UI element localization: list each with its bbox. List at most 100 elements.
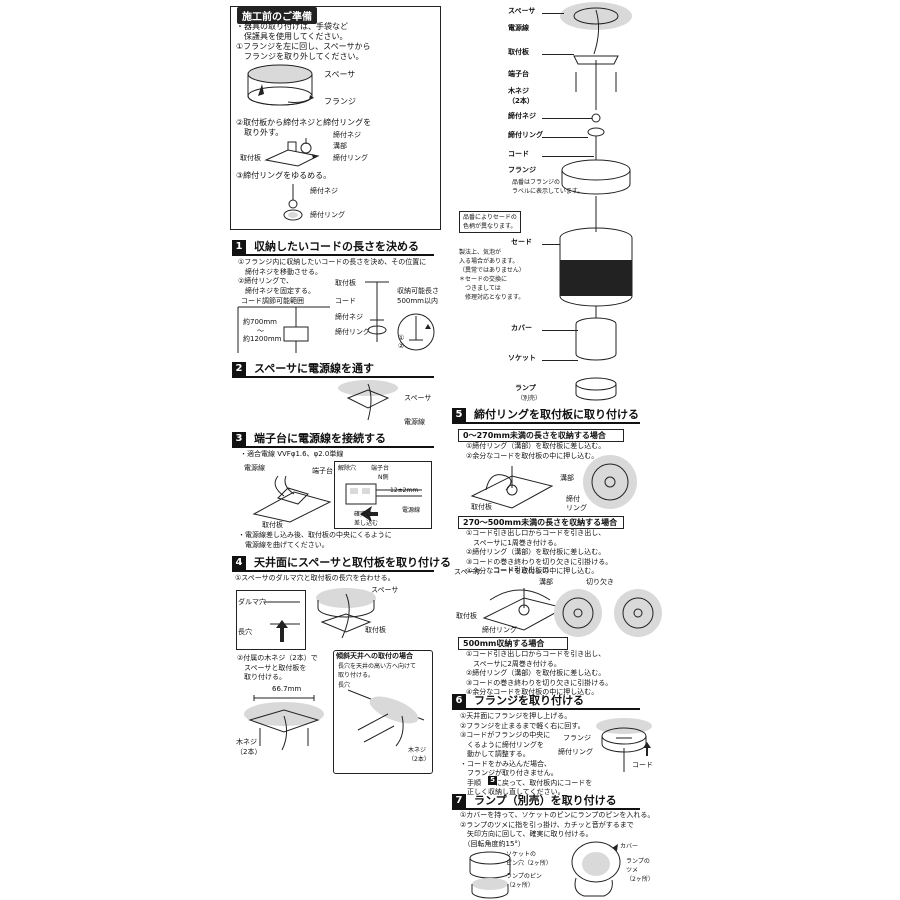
section-7-heading: 7 ランプ（別売）を取り付ける bbox=[452, 794, 640, 810]
case-a-top-view bbox=[583, 455, 637, 509]
socket-lamp-illustration bbox=[469, 851, 511, 899]
label-groove: 溝部 bbox=[333, 142, 347, 150]
case-c-line: ③コードの巻き終わりを切り欠きに引掛ける。 bbox=[466, 678, 613, 687]
callout-2: ② bbox=[398, 342, 405, 350]
prep-step2-line: ②取付板から締付ネジと締付リングを bbox=[236, 118, 372, 127]
s1-line: 締付ネジを移動させる。 bbox=[238, 267, 322, 276]
cord-storage-illustration bbox=[365, 281, 389, 342]
wood-screw-2-line: 木ネジ bbox=[408, 747, 427, 754]
s4-step2-line: 取り付ける。 bbox=[237, 673, 286, 681]
label-long-hole: 長穴 bbox=[238, 628, 252, 638]
s4-label-spacer: スペーサ bbox=[371, 586, 399, 594]
s5-label-notch: 切り欠き bbox=[586, 578, 614, 586]
s4-line1: ①スペーサのダルマ穴と取付板の長穴を合わせる。 bbox=[235, 574, 395, 582]
cord-range-label: コード調節可能範囲 bbox=[241, 297, 304, 305]
s3-note-line: ・電源線差し込み後、取付板の中央にくるように bbox=[238, 531, 392, 539]
preparation-text: ・器具の取り付けは、手袋など 保護具を使用してください。 ①フランジを左に回し、… bbox=[236, 22, 370, 62]
exploded-assembly-illustration bbox=[559, 2, 633, 401]
sloped-ceiling-illustration bbox=[347, 689, 425, 747]
lamp-claw-label: ランプの ツメ （2ヶ所） bbox=[626, 857, 654, 884]
section-2-title: スペーサに電源線を通す bbox=[254, 362, 375, 375]
prep-step2-line: 取り外す。 bbox=[236, 128, 284, 137]
lamp-pin-label: ランプのピン （2ヶ所） bbox=[506, 872, 542, 890]
s3-note-line: 電源線を曲げてください。 bbox=[238, 540, 329, 549]
s7-line: 矢印方向に回して、確実に取り付ける。 bbox=[460, 830, 593, 838]
lamp-pin-line: ランプのピン bbox=[506, 873, 542, 880]
terminal-detail-box bbox=[334, 461, 432, 529]
label-plate: 取付板 bbox=[240, 154, 261, 162]
screw-spacing: 66.7mm bbox=[272, 685, 302, 693]
s4-step2: ②付属の木ネジ（2本）で スペーサと取付板を 取り付ける。 bbox=[237, 654, 318, 683]
s6-line: 動かして調整する。 bbox=[460, 750, 530, 758]
cord-range-illustration bbox=[237, 306, 330, 353]
s1-line: ②締付リングで、 bbox=[238, 277, 293, 285]
socket-pin-label: ソケットの ピン穴（2ヶ所） bbox=[506, 850, 552, 868]
ex-label-lamp: ランプ bbox=[515, 384, 536, 392]
s6-line: フランジが取り付きません。 bbox=[460, 769, 558, 777]
preparation-title: 施工前のご準備 bbox=[237, 7, 317, 24]
s7-label-cover: カバー bbox=[620, 843, 639, 850]
label-ring-2: 締付リング bbox=[310, 211, 345, 219]
section-1-title: 収納したいコードの長さを決める bbox=[254, 240, 419, 253]
label-screw-2: 締付ネジ bbox=[310, 187, 338, 195]
insert-line: 確実に bbox=[354, 511, 373, 518]
s7-line: （回転角度約15°） bbox=[460, 839, 525, 848]
label-n-side: N側 bbox=[378, 474, 389, 481]
s1-line: 締付ネジを固定する。 bbox=[238, 286, 315, 295]
step-number-5: 5 bbox=[452, 408, 466, 422]
label-screw: 締付ネジ bbox=[333, 131, 361, 139]
s6-label-ring: 締付リング bbox=[558, 748, 593, 756]
s6-line: ②フランジを止まるまで軽く右に回す。 bbox=[460, 721, 585, 730]
hole-alignment-illustration bbox=[264, 601, 300, 642]
s5-label-outlet: コード引き出し口 bbox=[493, 566, 549, 574]
s5-label-ring-2: リング bbox=[566, 504, 587, 512]
s3-label-terminal: 端子台 bbox=[312, 467, 333, 475]
s3-label-wire-2: 電源線 bbox=[402, 507, 421, 514]
lamp-turn-illustration bbox=[571, 841, 621, 897]
slope-line: 長穴を天井の高い方へ向けて bbox=[338, 663, 417, 670]
ex-label-shade: セード bbox=[511, 238, 532, 246]
case-b-line: ②締付リング（溝部）を取付板に差し込む。 bbox=[466, 548, 606, 556]
ex-label-wood-screw: 木ネジ （2本） bbox=[508, 87, 534, 106]
s3-label-plate: 取付板 bbox=[262, 521, 283, 529]
s1-label-cord: コード bbox=[335, 297, 356, 305]
s1-label-plate: 取付板 bbox=[335, 279, 356, 287]
case-a-illustration bbox=[470, 466, 554, 509]
case-270-500-heading: 270〜500mm未満の長さを収納する場合 bbox=[458, 516, 624, 529]
storable-length: 収納可能長さ 500mm以内 bbox=[397, 287, 439, 306]
s4-wood-screw-2: 木ネジ （2本） bbox=[408, 746, 430, 764]
wood-screw-line: 木ネジ bbox=[236, 738, 257, 746]
step-number-6: 6 bbox=[452, 694, 466, 708]
s1-label-screw: 締付ネジ bbox=[335, 313, 363, 321]
case-b-line: ③コードの巻き終わりを切り欠きに引掛ける。 bbox=[466, 557, 613, 566]
ex-label-ring: 締付リング bbox=[508, 131, 543, 139]
callout-1: ① bbox=[398, 334, 405, 342]
leader-line bbox=[542, 54, 574, 55]
terminal-connection-illustration bbox=[252, 475, 332, 523]
s1-line: ①フランジ内に収納したいコードの長さを決め、その位置に bbox=[238, 258, 427, 266]
s6-line: ③コードがフランジの中央に bbox=[460, 731, 551, 739]
insert-line: 差し込む bbox=[354, 520, 379, 527]
leader-line bbox=[542, 360, 578, 361]
s6-line: くるように締付リングを bbox=[460, 740, 544, 749]
case-0-270-heading: 0〜270mm未満の長さを収納する場合 bbox=[458, 429, 624, 442]
ex-label-cord: コード bbox=[508, 150, 529, 158]
s1-label-ring: 締付リング bbox=[335, 328, 370, 336]
case-b-line: ④余分なコードを取付板の中に押し込む。 bbox=[466, 567, 599, 575]
shade-note-line: 製法上、気泡が bbox=[459, 249, 502, 256]
s6-line: 正しく収納し直してください。 bbox=[460, 788, 565, 796]
s7-line: ①カバーを持って、ソケットのピンにランプのピンを入れる。 bbox=[460, 811, 655, 819]
leader-line bbox=[542, 118, 592, 119]
prep-line: ①フランジを左に回し、スペーサから bbox=[236, 42, 371, 51]
s4-label-long-hole-2: 長穴 bbox=[338, 682, 351, 689]
section-7-text: ①カバーを持って、ソケットのピンにランプのピンを入れる。 ②ランプのツメに指を引… bbox=[460, 811, 654, 849]
shade-note-line: 修理対応となります。 bbox=[459, 294, 525, 301]
ring-loosen-illustration bbox=[283, 184, 303, 221]
case-c-line: ②締付リング（溝部）を取付板に差し込む。 bbox=[466, 669, 606, 677]
case-c-line: ①コード引き出し口からコードを引き出し、 bbox=[466, 650, 606, 658]
step-number-1: 1 bbox=[232, 240, 246, 254]
label-ring: 締付リング bbox=[333, 154, 368, 162]
ex-label-wire: 電源線 bbox=[508, 24, 529, 32]
section-4-title: 天井面にスペーサと取付板を取り付ける bbox=[254, 556, 452, 569]
s5-label-ring-3: 締付リング bbox=[482, 626, 517, 634]
